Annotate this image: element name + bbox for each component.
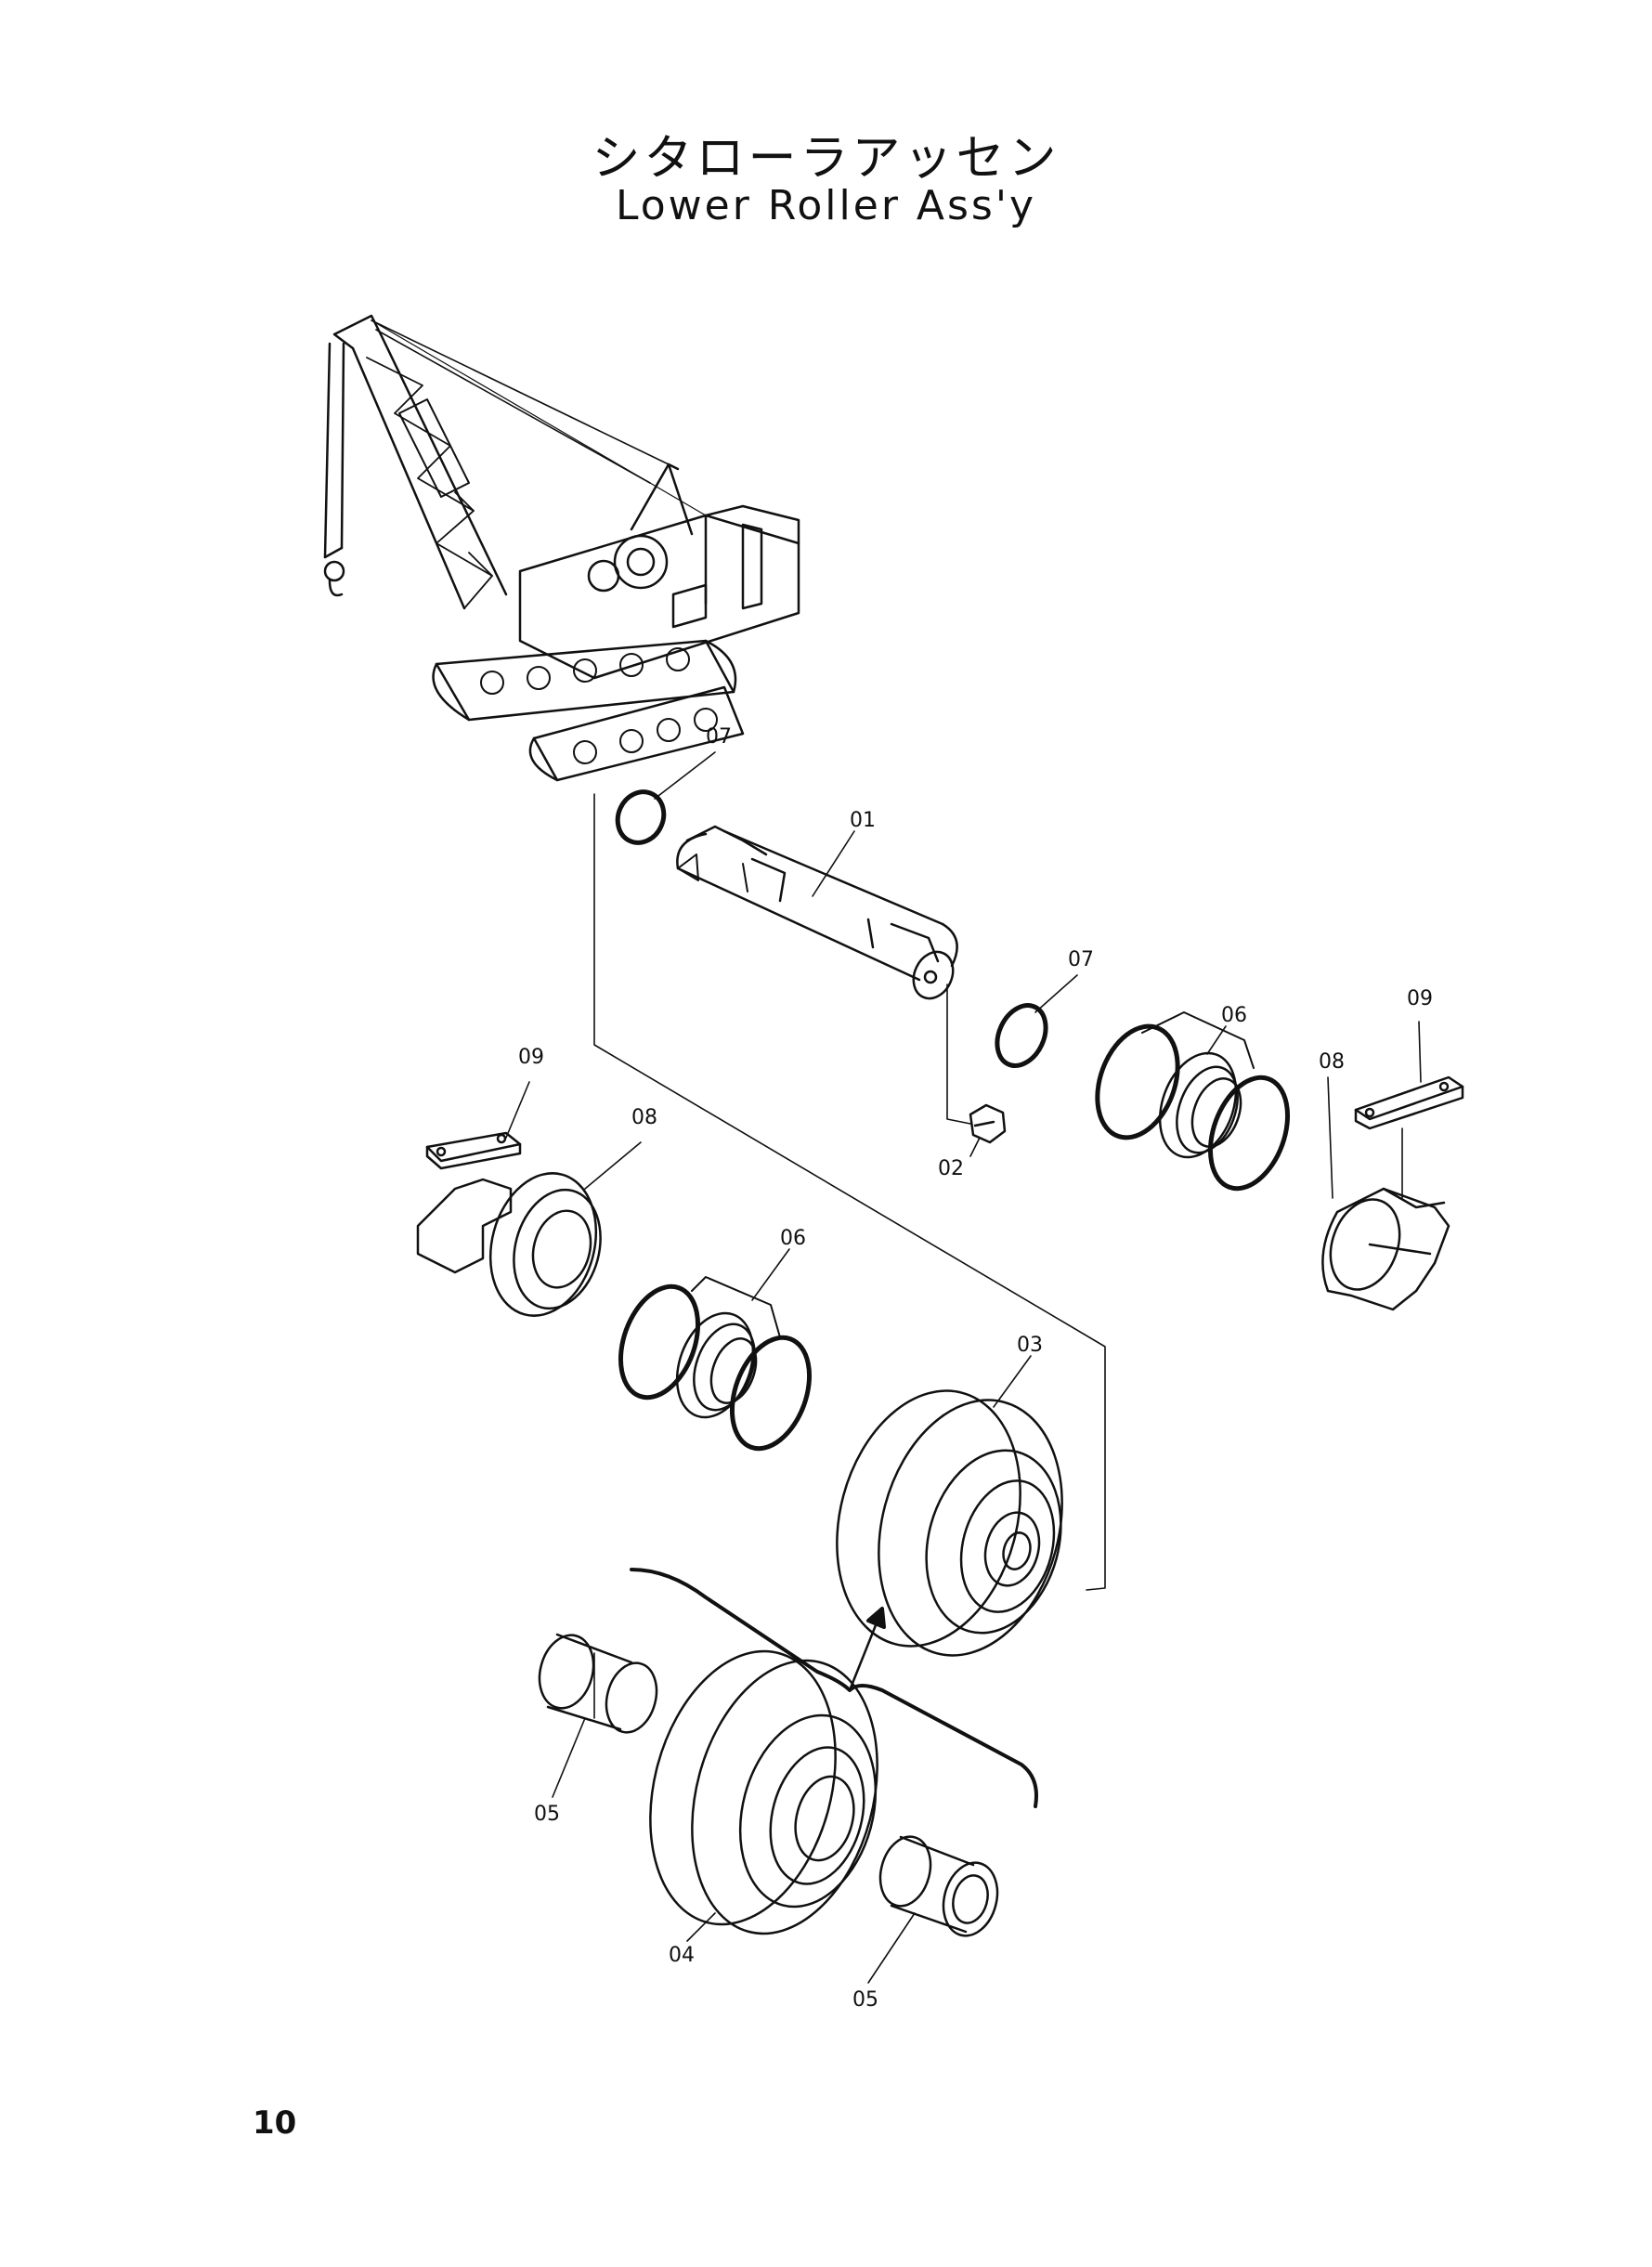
callout-05-right: 05: [852, 1988, 878, 2012]
callout-08-left: 08: [631, 1106, 657, 1129]
callout-02: 02: [938, 1157, 964, 1180]
key-plate-09-left: [425, 1131, 522, 1170]
bushing-05-left: [538, 1633, 658, 1734]
o-ring-07-lower: [995, 1003, 1048, 1068]
callout-03: 03: [1017, 1334, 1043, 1357]
callout-05-left: 05: [534, 1803, 560, 1826]
bushing-05-right: [878, 1835, 999, 1937]
page-number: 10: [253, 2104, 297, 2142]
callout-labels: 07 01 07 06 09 08 02 09 08 06 03 05 04 0…: [518, 725, 1433, 2012]
collar-08-left: [416, 1172, 602, 1317]
callout-09-right: 09: [1407, 987, 1433, 1010]
o-ring-07-upper: [615, 789, 667, 845]
key-plate-09-right: [1354, 1075, 1464, 1199]
bracket-brace: [630, 1568, 1038, 1808]
callout-06-right: 06: [1221, 1004, 1247, 1027]
assembly-guide-lines: [593, 793, 1106, 1591]
crawler-crane-illustration: [323, 314, 800, 782]
roller-shaft-01: [676, 825, 958, 1000]
callout-04: 04: [669, 1944, 695, 1967]
callout-08-right: 08: [1319, 1050, 1345, 1074]
callout-07-upper: 07: [706, 725, 732, 749]
floating-seal-06-right: [1095, 1011, 1291, 1192]
callout-leaders: [505, 751, 1422, 1984]
callout-01: 01: [850, 809, 876, 832]
roller-04: [649, 1649, 878, 1935]
plug-02: [969, 1103, 1007, 1144]
callout-06-left: 06: [780, 1227, 806, 1250]
title-english: Lower Roller Ass'y: [616, 182, 1036, 229]
title-japanese: シタローラアッセン: [592, 131, 1060, 187]
floating-seal-06-left: [618, 1276, 813, 1452]
roller-03: [836, 1389, 1063, 1657]
callout-07-lower: 07: [1068, 948, 1094, 971]
collar-08-right: [1321, 1187, 1450, 1311]
callout-09-left: 09: [518, 1046, 544, 1069]
